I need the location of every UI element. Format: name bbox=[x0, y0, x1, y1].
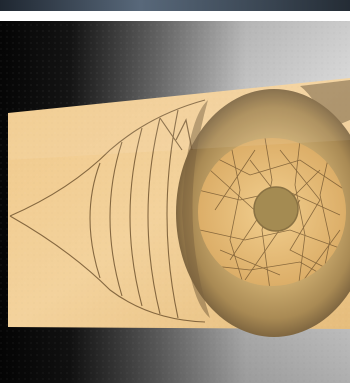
white-band bbox=[0, 11, 350, 21]
top-strip bbox=[0, 0, 350, 11]
